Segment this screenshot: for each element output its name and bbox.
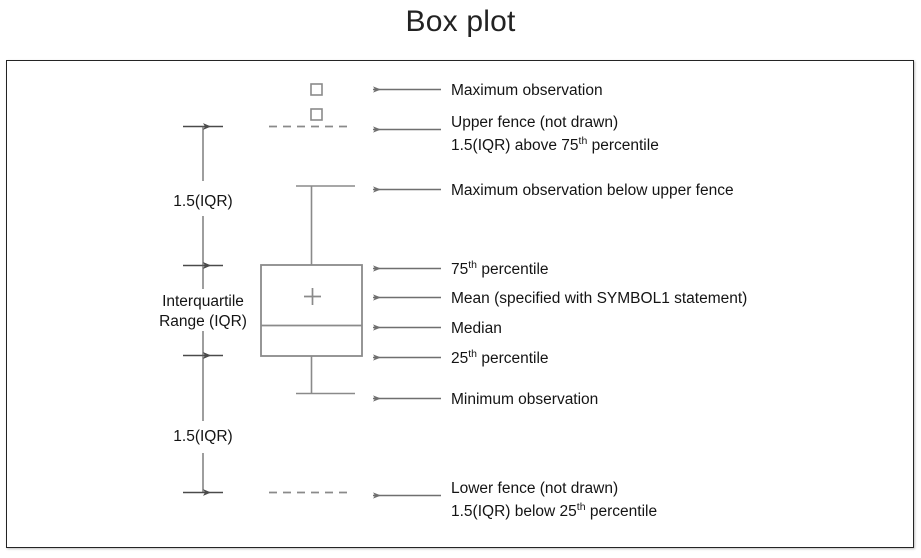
annotation-percentile-75: 75th percentile: [373, 259, 549, 278]
annotation-percentile-25-label: 25th percentile: [451, 348, 549, 367]
lower-fence-formula-suffix: percentile: [586, 503, 658, 520]
p75-number: 75: [451, 261, 468, 278]
annotation-lower-fence-label: Lower fence (not drawn): [451, 480, 618, 497]
box-body: [260, 264, 363, 357]
annotation-upper-fence-formula: 1.5(IQR) above 75th percentile: [451, 135, 659, 154]
p75-sup: th: [468, 259, 477, 271]
annotation-median-label: Median: [451, 320, 502, 337]
outlier-square-second: [310, 108, 323, 121]
annotation-maximum-observation-label: Maximum observation: [451, 82, 603, 99]
measure-lower-iqr-label: 1.5(IQR): [173, 428, 232, 445]
annotation-median: Median: [373, 320, 502, 337]
annotation-upper-fence-label: Upper fence (not drawn): [451, 114, 618, 131]
annotation-percentile-25: 25th percentile: [373, 348, 549, 367]
measure-lower-iqr: 1.5(IQR): [173, 352, 233, 496]
annotation-mean-label: Mean (specified with SYMBOL1 statement): [451, 290, 747, 307]
upper-fence-formula-number: 75: [561, 137, 578, 154]
measure-upper-iqr-label: 1.5(IQR): [173, 193, 232, 210]
annotation-max-below-upper-fence: Maximum observation below upper fence: [373, 182, 734, 199]
measure-interquartile-range: Interquartile Range (IQR): [159, 262, 247, 359]
page-title: Box plot: [405, 5, 516, 38]
p75-suffix: percentile: [477, 261, 549, 278]
p25-number: 25: [451, 350, 468, 367]
p25-sup: th: [468, 348, 477, 360]
box-plot-diagram: 1.5(IQR) Interquartile Range (IQR) 1.5(I…: [159, 82, 747, 520]
lower-fence-formula-sup: th: [577, 501, 586, 513]
measure-iqr-label-line2: Range (IQR): [159, 313, 247, 330]
annotation-upper-fence: Upper fence (not drawn) 1.5(IQR) above 7…: [373, 114, 659, 154]
annotation-maximum-observation: Maximum observation: [373, 82, 603, 99]
outlier-square-top: [310, 83, 323, 96]
upper-fence-formula-sup: th: [579, 135, 588, 147]
measure-iqr-label-line1: Interquartile: [162, 293, 244, 310]
annotation-minimum-observation: Minimum observation: [373, 391, 598, 408]
annotation-minimum-observation-label: Minimum observation: [451, 391, 598, 408]
figure-frame: 1.5(IQR) Interquartile Range (IQR) 1.5(I…: [6, 60, 914, 548]
p25-suffix: percentile: [477, 350, 549, 367]
annotation-max-below-upper-fence-label: Maximum observation below upper fence: [451, 182, 734, 199]
upper-fence-formula-suffix: percentile: [587, 137, 659, 154]
lower-fence-formula-number: 25: [560, 503, 577, 520]
measure-upper-iqr: 1.5(IQR): [173, 123, 233, 269]
annotation-lower-fence-formula: 1.5(IQR) below 25th percentile: [451, 501, 657, 520]
upper-fence-formula-prefix: 1.5(IQR) above: [451, 137, 561, 154]
annotation-lower-fence: Lower fence (not drawn) 1.5(IQR) below 2…: [373, 480, 657, 520]
annotation-percentile-75-label: 75th percentile: [451, 259, 549, 278]
annotation-mean: Mean (specified with SYMBOL1 statement): [373, 290, 747, 307]
lower-fence-formula-prefix: 1.5(IQR) below: [451, 503, 560, 520]
mean-plus-icon: [304, 288, 321, 305]
